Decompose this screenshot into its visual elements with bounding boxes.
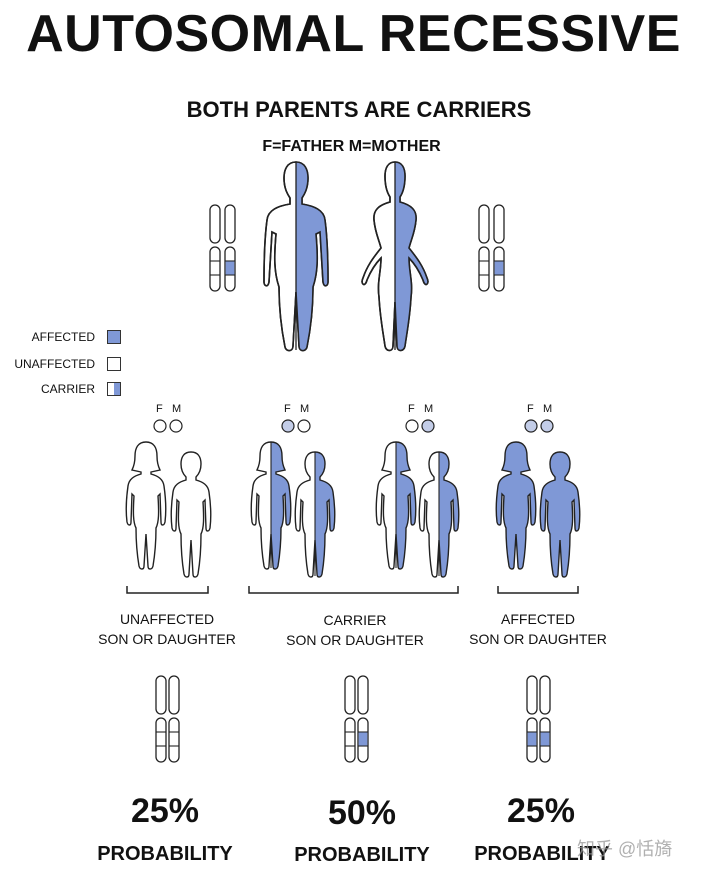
legend-unaffected-label: UNAFFECTED — [14, 357, 95, 371]
affected-girl — [495, 441, 537, 570]
carrier-chromosomes — [344, 675, 369, 763]
carrier-swatch — [107, 382, 121, 396]
carrier-group-label: CARRIER SON OR DAUGHTER — [272, 610, 438, 650]
unaffected-probability-label: PROBABILITY — [97, 843, 233, 865]
m-label-3: M — [424, 403, 434, 415]
affected-label-line2: SON OR DAUGHTER — [469, 631, 607, 647]
f-label-3: F — [408, 403, 415, 415]
allele-circles-group-3 — [405, 419, 435, 433]
affected-swatch — [107, 330, 121, 344]
carrier-label-line2: SON OR DAUGHTER — [286, 632, 424, 648]
bracket-unaffected — [126, 586, 209, 594]
affected-group-label: AFFECTED SON OR DAUGHTER — [455, 609, 621, 649]
carrier-boy-2 — [418, 451, 460, 578]
carrier-girl-2 — [375, 441, 417, 570]
watermark: 知乎 @恬旖 — [577, 839, 673, 859]
unaffected-percent: 25% — [130, 792, 200, 830]
allele-circles-group-1 — [153, 419, 183, 433]
bracket-carrier — [248, 586, 459, 594]
unaffected-label-line2: SON OR DAUGHTER — [98, 631, 236, 647]
affected-percent: 25% — [506, 792, 576, 830]
unaffected-label-line1: UNAFFECTED — [119, 611, 215, 627]
mother-figure — [361, 161, 429, 352]
father-chromosomes — [209, 204, 236, 292]
father-figure — [263, 161, 329, 352]
f-label-4: F — [527, 403, 534, 415]
carrier-girl-1 — [250, 441, 292, 570]
legend-affected: AFFECTED — [0, 329, 125, 347]
parent-key: F=FATHER M=MOTHER — [262, 138, 441, 155]
affected-boy — [539, 451, 581, 578]
affected-label-line1: AFFECTED — [501, 611, 575, 627]
carrier-label-line1: CARRIER — [323, 612, 387, 628]
legend-unaffected: UNAFFECTED — [0, 356, 125, 374]
unaffected-girl — [125, 441, 167, 570]
allele-circles-group-2 — [281, 419, 311, 433]
allele-circles-group-4 — [524, 419, 554, 433]
unaffected-boy — [170, 451, 212, 578]
m-label-2: M — [300, 403, 310, 415]
carrier-boy-1 — [294, 451, 336, 578]
f-label-2: F — [284, 403, 291, 415]
carrier-percent: 50% — [327, 794, 397, 832]
affected-probability-label: PROBABILITY — [474, 843, 610, 865]
subtitle: BOTH PARENTS ARE CARRIERS — [186, 97, 532, 122]
unaffected-chromosomes — [155, 675, 180, 763]
m-label-1: M — [172, 403, 182, 415]
legend-carrier: CARRIER — [0, 381, 125, 399]
unaffected-swatch — [107, 357, 121, 371]
unaffected-group-label: UNAFFECTED SON OR DAUGHTER — [87, 609, 247, 649]
legend-carrier-label: CARRIER — [40, 382, 95, 396]
legend-affected-label: AFFECTED — [31, 330, 95, 344]
main-title: AUTOSOMAL RECESSIVE — [26, 5, 681, 63]
mother-chromosomes — [478, 204, 505, 292]
bracket-affected — [497, 586, 579, 594]
affected-chromosomes — [526, 675, 551, 763]
f-label-1: F — [156, 403, 163, 415]
m-label-4: M — [543, 403, 553, 415]
carrier-probability-label: PROBABILITY — [294, 844, 430, 866]
